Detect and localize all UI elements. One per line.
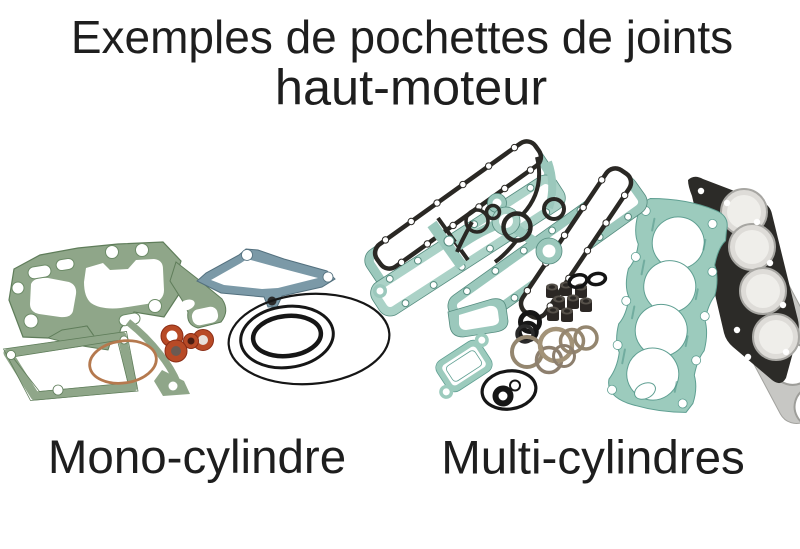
svg-text:haut-moteur: haut-moteur: [275, 59, 547, 116]
svg-text:Multi-cylindres: Multi-cylindres: [441, 432, 745, 485]
svg-text:Exemples de pochettes de joint: Exemples de pochettes de joints: [71, 11, 733, 63]
svg-text:Mono-cylindre: Mono-cylindre: [48, 431, 346, 484]
